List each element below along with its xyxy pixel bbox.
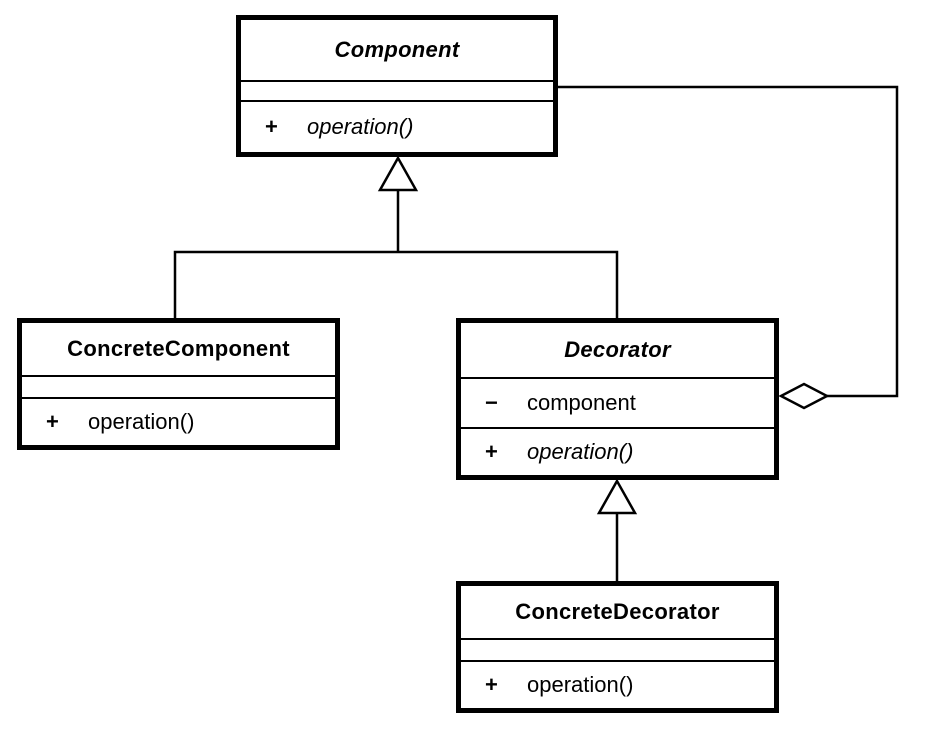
class-concrete-component-attributes-empty	[22, 377, 335, 399]
visibility-public-symbol: +	[265, 114, 278, 139]
concrete-decorator-method-operation: + operation()	[461, 662, 774, 708]
class-decorator: Decorator − component + operation()	[456, 318, 779, 480]
generalization-branch-lines	[173, 191, 619, 320]
class-concrete-component: ConcreteComponent + operation()	[17, 318, 340, 450]
inheritance-triangle-component	[377, 155, 419, 192]
class-decorator-methods: + operation()	[461, 429, 774, 475]
method-name: operation()	[527, 672, 634, 697]
class-concrete-decorator: ConcreteDecorator + operation()	[456, 581, 779, 713]
aggregation-line	[556, 85, 899, 398]
class-decorator-attributes: − component	[461, 379, 774, 429]
class-component: Component + operation()	[236, 15, 558, 157]
class-component-methods: + operation()	[241, 102, 553, 152]
class-component-name: Component	[241, 20, 553, 82]
class-concrete-decorator-name: ConcreteDecorator	[461, 586, 774, 640]
class-concrete-component-name: ConcreteComponent	[22, 323, 335, 377]
decorator-method-operation: + operation()	[461, 429, 774, 475]
method-name: operation()	[527, 439, 634, 464]
inheritance-triangle-decorator	[596, 478, 638, 515]
aggregation-diamond	[778, 382, 830, 410]
method-name: operation()	[307, 114, 414, 139]
concrete-component-method-operation: + operation()	[22, 399, 335, 445]
visibility-public-symbol: +	[46, 409, 59, 434]
method-name: operation()	[88, 409, 195, 434]
attribute-name: component	[527, 390, 636, 415]
visibility-public-symbol: +	[485, 672, 498, 697]
class-concrete-decorator-methods: + operation()	[461, 662, 774, 708]
class-concrete-component-methods: + operation()	[22, 399, 335, 445]
class-component-attributes-empty	[241, 82, 553, 102]
visibility-public-symbol: +	[485, 439, 498, 464]
visibility-private-symbol: −	[485, 390, 498, 415]
component-method-operation: + operation()	[241, 102, 553, 152]
decorator-attribute-component: − component	[461, 379, 774, 427]
class-decorator-name: Decorator	[461, 323, 774, 379]
class-concrete-decorator-attributes-empty	[461, 640, 774, 662]
